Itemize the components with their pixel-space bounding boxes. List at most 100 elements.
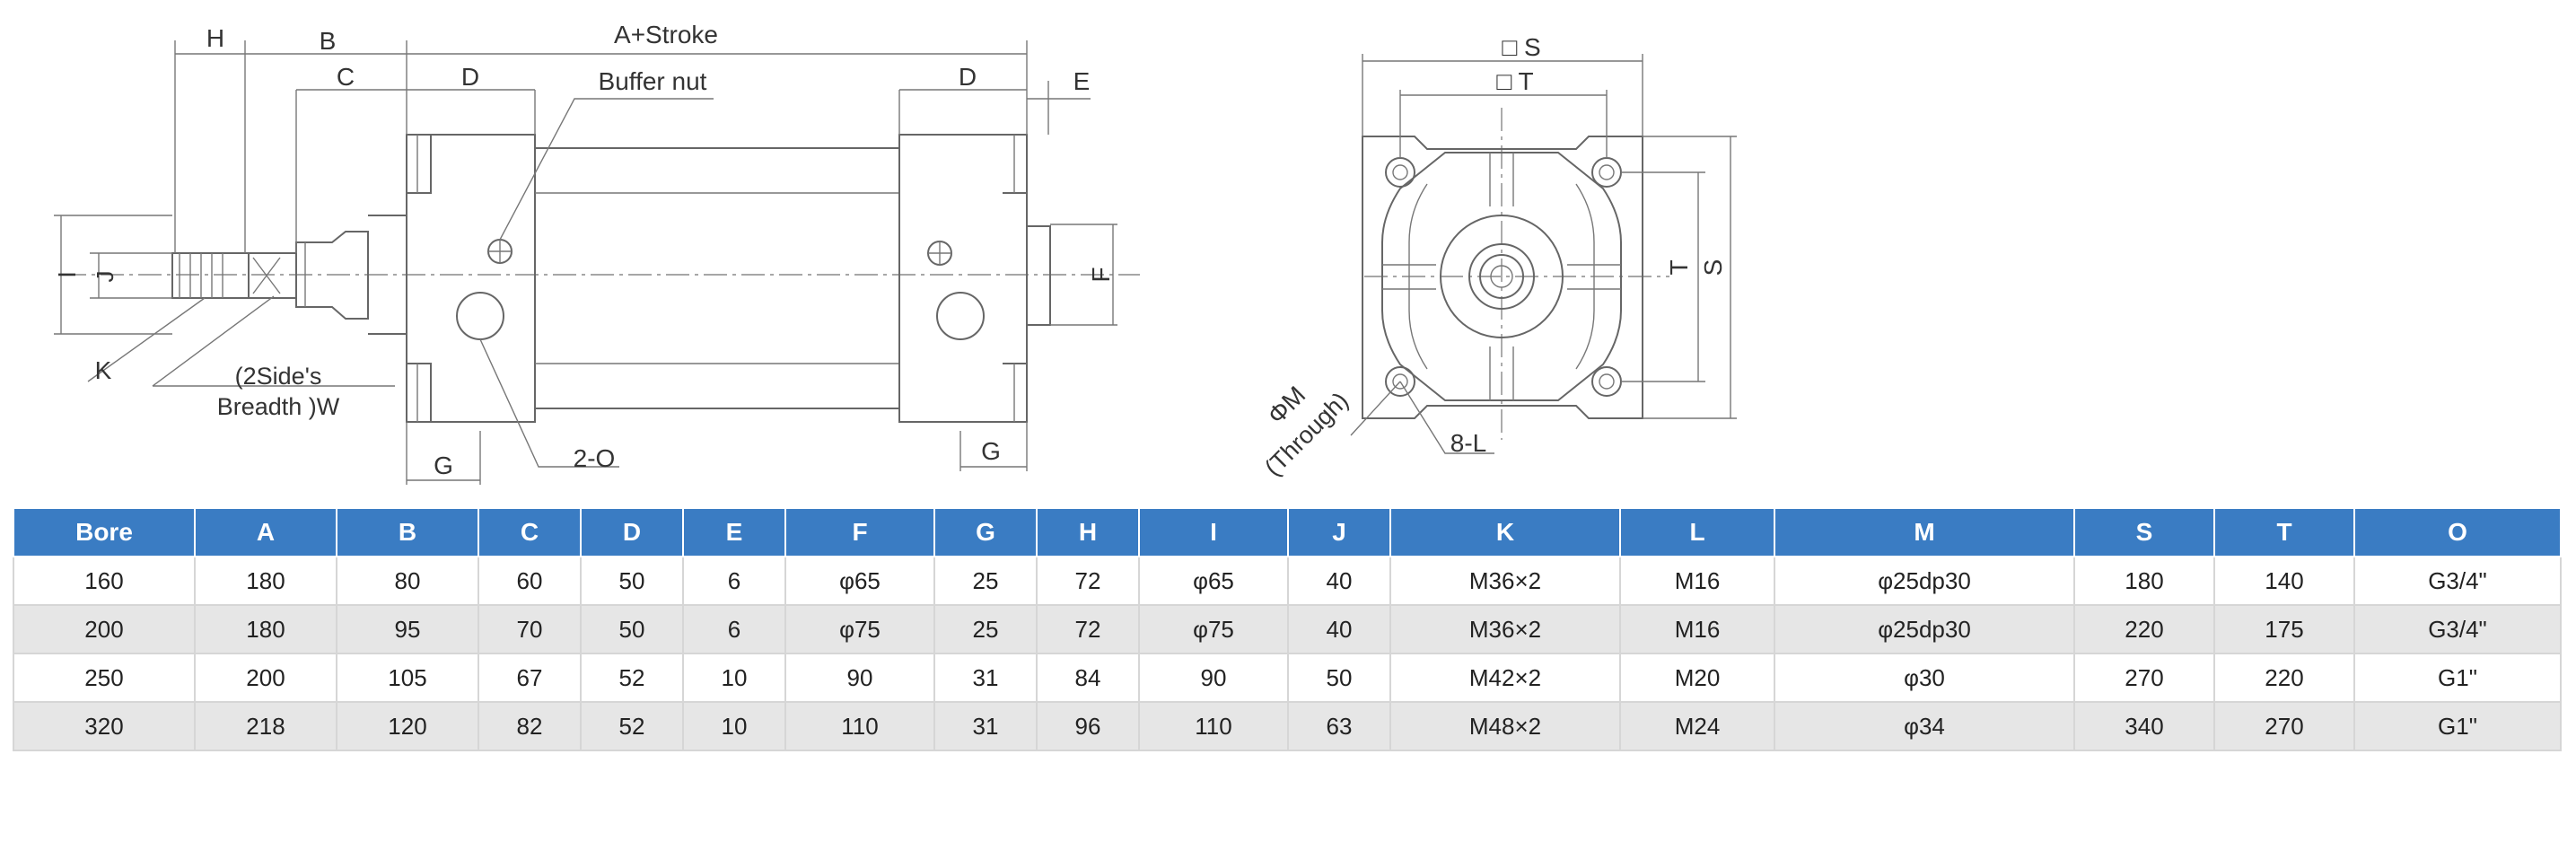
technical-drawings: H B A+Stroke C D Buffer nut D E I J F K … bbox=[53, 21, 1737, 485]
column-header-h: H bbox=[1036, 507, 1140, 557]
dim-J: J bbox=[92, 271, 118, 283]
table-cell: 31 bbox=[933, 701, 1038, 751]
dim-T-top: □ T bbox=[1496, 67, 1533, 95]
table-cell: 10 bbox=[682, 653, 786, 703]
table-cell: M20 bbox=[1619, 653, 1775, 703]
dim-S-top: □ S bbox=[1502, 33, 1540, 61]
table-cell: 50 bbox=[580, 604, 684, 654]
dim-T-side: T bbox=[1665, 259, 1693, 275]
table-cell: G1" bbox=[2353, 701, 2562, 751]
column-header-l: L bbox=[1619, 507, 1775, 557]
dim-C: C bbox=[337, 63, 355, 91]
table-cell: φ34 bbox=[1774, 701, 2075, 751]
table-cell: 160 bbox=[13, 556, 196, 606]
column-header-j: J bbox=[1287, 507, 1391, 557]
table-cell: 6 bbox=[682, 556, 786, 606]
table-cell: 340 bbox=[2073, 701, 2215, 751]
column-header-s: S bbox=[2073, 507, 2215, 557]
breadth-line1: (2Side's bbox=[235, 363, 322, 390]
table-cell: 67 bbox=[478, 653, 582, 703]
column-header-m: M bbox=[1774, 507, 2075, 557]
table-cell: 50 bbox=[1287, 653, 1391, 703]
column-header-a: A bbox=[194, 507, 337, 557]
column-header-t: T bbox=[2213, 507, 2355, 557]
cylinder-side-view: H B A+Stroke C D Buffer nut D E I J F K … bbox=[53, 21, 1140, 485]
table-cell: G3/4" bbox=[2353, 556, 2562, 606]
table-cell: 110 bbox=[1138, 701, 1289, 751]
table-cell: φ25dp30 bbox=[1774, 556, 2075, 606]
table-cell: 200 bbox=[13, 604, 196, 654]
table-cell: 270 bbox=[2213, 701, 2355, 751]
table-cell: 90 bbox=[784, 653, 935, 703]
table-cell: 72 bbox=[1036, 604, 1140, 654]
table-cell: M16 bbox=[1619, 604, 1775, 654]
table-cell: φ75 bbox=[1138, 604, 1289, 654]
table-cell: 50 bbox=[580, 556, 684, 606]
dim-8-L: 8-L bbox=[1450, 429, 1486, 457]
table-cell: 40 bbox=[1287, 556, 1391, 606]
table-cell: 25 bbox=[933, 556, 1038, 606]
table-cell: 220 bbox=[2213, 653, 2355, 703]
dim-G-right: G bbox=[981, 437, 1001, 465]
table-cell: 52 bbox=[580, 653, 684, 703]
table-cell: 250 bbox=[13, 653, 196, 703]
table-cell: 63 bbox=[1287, 701, 1391, 751]
table-cell: M24 bbox=[1619, 701, 1775, 751]
table-cell: 52 bbox=[580, 701, 684, 751]
table-cell: M42×2 bbox=[1389, 653, 1621, 703]
table-cell: G3/4" bbox=[2353, 604, 2562, 654]
dim-B: B bbox=[320, 27, 337, 55]
table-cell: 200 bbox=[194, 653, 337, 703]
cylinder-end-view: □ S □ T T S ΦM (Through) 8-L bbox=[1259, 33, 1737, 481]
table-cell: 320 bbox=[13, 701, 196, 751]
table-cell: 120 bbox=[336, 701, 479, 751]
table-cell: 84 bbox=[1036, 653, 1140, 703]
table-cell: 180 bbox=[194, 556, 337, 606]
dim-S-side: S bbox=[1699, 259, 1727, 276]
table-cell: 140 bbox=[2213, 556, 2355, 606]
table-cell: 218 bbox=[194, 701, 337, 751]
dim-I: I bbox=[53, 271, 81, 278]
port-2-O: 2-O bbox=[574, 444, 616, 472]
column-header-d: D bbox=[580, 507, 684, 557]
dim-E: E bbox=[1073, 67, 1091, 95]
table-cell: φ65 bbox=[784, 556, 935, 606]
table-cell: 96 bbox=[1036, 701, 1140, 751]
table-cell: M16 bbox=[1619, 556, 1775, 606]
table-cell: M48×2 bbox=[1389, 701, 1621, 751]
table-cell: 31 bbox=[933, 653, 1038, 703]
table-cell: 90 bbox=[1138, 653, 1289, 703]
column-header-k: K bbox=[1389, 507, 1621, 557]
dim-G-left: G bbox=[434, 452, 453, 479]
breadth-line2: Breadth )W bbox=[217, 393, 340, 420]
table-cell: 180 bbox=[2073, 556, 2215, 606]
table-cell: 180 bbox=[194, 604, 337, 654]
table-cell: M36×2 bbox=[1389, 604, 1621, 654]
column-header-bore: Bore bbox=[13, 507, 196, 557]
column-header-g: G bbox=[933, 507, 1038, 557]
column-header-e: E bbox=[682, 507, 786, 557]
dim-D-left: D bbox=[461, 63, 479, 91]
table-cell: 70 bbox=[478, 604, 582, 654]
column-header-f: F bbox=[784, 507, 935, 557]
table-cell: 270 bbox=[2073, 653, 2215, 703]
table-cell: φ75 bbox=[784, 604, 935, 654]
table-cell: M36×2 bbox=[1389, 556, 1621, 606]
column-header-b: B bbox=[336, 507, 479, 557]
table-cell: 25 bbox=[933, 604, 1038, 654]
table-cell: 105 bbox=[336, 653, 479, 703]
table-cell: 60 bbox=[478, 556, 582, 606]
table-cell: φ25dp30 bbox=[1774, 604, 2075, 654]
table-cell: 6 bbox=[682, 604, 786, 654]
table-cell: 10 bbox=[682, 701, 786, 751]
table-cell: 220 bbox=[2073, 604, 2215, 654]
table-cell: φ30 bbox=[1774, 653, 2075, 703]
buffer-nut-label: Buffer nut bbox=[599, 67, 707, 95]
dim-D-right: D bbox=[959, 63, 977, 91]
